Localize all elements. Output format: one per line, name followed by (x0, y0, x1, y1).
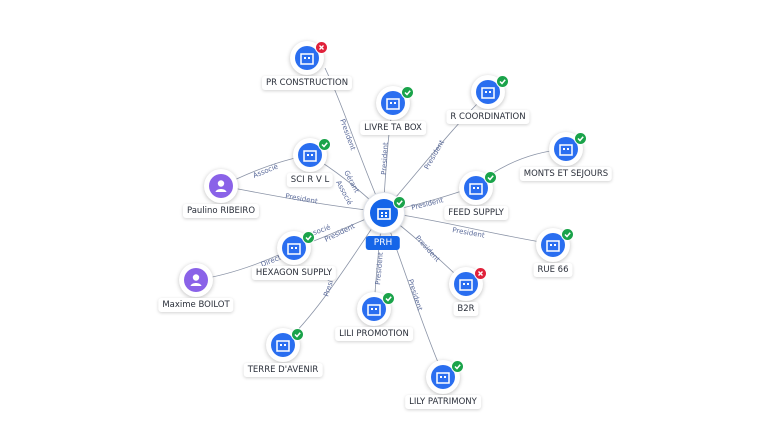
edge-label: Presi (322, 279, 335, 297)
check-icon (404, 90, 411, 96)
building-icon (436, 372, 450, 384)
edge-label: President (423, 139, 446, 171)
building-icon (386, 98, 400, 110)
node-label: LIVRE TA BOX (360, 121, 426, 135)
status-badge-active (451, 360, 464, 373)
status-badge-active (291, 328, 304, 341)
check-icon (305, 235, 312, 241)
node-label: HEXAGON SUPPLY (251, 266, 337, 280)
status-badge-active (382, 292, 395, 305)
edge-label: Associé (252, 163, 280, 180)
building-icon (367, 304, 381, 316)
building-icon (546, 240, 560, 252)
node-label: LILI PROMOTION (335, 327, 413, 341)
status-badge-active (401, 86, 414, 99)
edge-label: President (406, 278, 424, 312)
check-icon (499, 79, 506, 85)
node-label: RUE 66 (533, 263, 573, 277)
node-label: Maxime BOILOT (158, 298, 234, 312)
status-badge-active (561, 228, 574, 241)
building-icon (481, 87, 495, 99)
status-badge-active (318, 138, 331, 151)
status-badge-active (393, 196, 406, 209)
edge-label: President (380, 142, 390, 175)
status-badge-closed (474, 267, 487, 280)
check-icon (396, 200, 403, 206)
edge-label: President (452, 226, 486, 240)
person-icon (215, 180, 227, 192)
check-icon (564, 232, 571, 238)
node-label: MONTS ET SEJOURS (519, 167, 613, 181)
status-badge-active (496, 75, 509, 88)
status-badge-active (302, 231, 315, 244)
building-icon (469, 183, 483, 195)
building-icon (377, 208, 391, 220)
edge-label: President (338, 118, 357, 152)
node-label: TERRE D'AVENIR (243, 363, 323, 377)
edge-label: President (285, 192, 319, 206)
building-icon (300, 53, 314, 65)
node-label: SCI R V L (286, 173, 334, 187)
node-label: R COORDINATION (446, 110, 530, 124)
building-icon (276, 340, 290, 352)
check-icon (487, 175, 494, 181)
building-icon (303, 150, 317, 162)
edge-label: President (374, 252, 385, 285)
node-label: LILY PATRIMONY (405, 395, 481, 409)
person-icon (190, 274, 202, 286)
node-label: PR CONSTRUCTION (261, 76, 353, 90)
building-icon (287, 243, 301, 255)
check-icon (294, 332, 301, 338)
node-label: PRH (365, 236, 401, 250)
check-icon (577, 136, 584, 142)
cross-icon (478, 271, 483, 276)
check-icon (321, 142, 328, 148)
edge-prh-paulino (221, 185, 384, 213)
node-label: FEED SUPPLY (444, 206, 508, 220)
node-label: Paulino RIBEIRO (182, 204, 260, 218)
node-label: B2R (453, 302, 479, 316)
edge-label: President (414, 234, 442, 264)
building-icon (459, 279, 473, 291)
check-icon (454, 364, 461, 370)
building-icon (559, 144, 573, 156)
status-badge-active (574, 132, 587, 145)
status-badge-closed (315, 41, 328, 54)
edge-label: President (411, 196, 445, 212)
status-badge-active (484, 171, 497, 184)
check-icon (385, 296, 392, 302)
cross-icon (319, 45, 324, 50)
